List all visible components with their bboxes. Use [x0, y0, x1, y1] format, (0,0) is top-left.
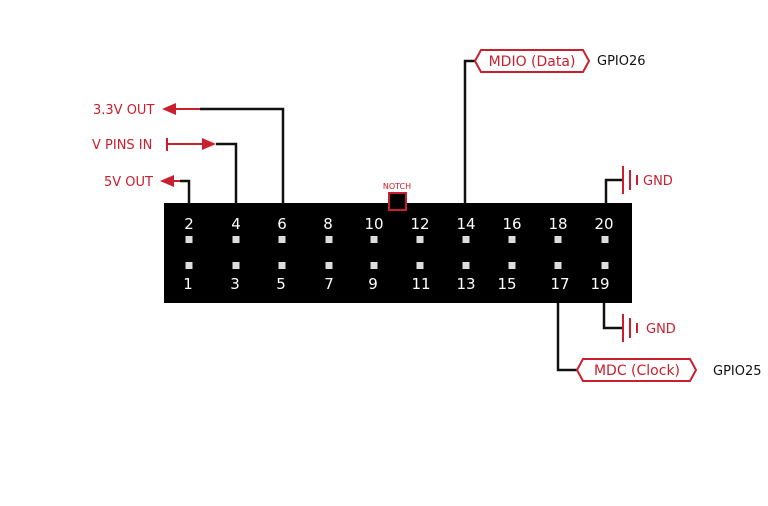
- label-5v-out: 5V OUT: [104, 175, 153, 190]
- pin-pad-18: [554, 236, 562, 243]
- mdc-gpio-label: GPIO25: [713, 364, 762, 379]
- pin-pad-17: [554, 262, 562, 269]
- pin-label-7: 7: [324, 275, 334, 293]
- pin-label-9: 9: [368, 275, 378, 293]
- pin-pad-5: [278, 262, 286, 269]
- gnd-bottom-label: GND: [646, 322, 676, 337]
- ground-symbol-top: [622, 166, 638, 194]
- gnd-top-label: GND: [643, 174, 673, 189]
- pin-pad-14: [462, 236, 470, 243]
- pin-label-14: 14: [456, 215, 475, 233]
- mdc-tag-box: [575, 358, 698, 382]
- pin-label-3: 3: [230, 275, 240, 293]
- label-v-pins-in: V PINS IN: [92, 138, 152, 153]
- mdio-gpio-label: GPIO26: [597, 54, 646, 69]
- pin-label-18: 18: [548, 215, 567, 233]
- pin-label-16: 16: [502, 215, 521, 233]
- pin-pad-8: [325, 236, 333, 243]
- pin-pad-3: [232, 262, 240, 269]
- pin-label-12: 12: [410, 215, 429, 233]
- pin-pad-9: [370, 262, 378, 269]
- pin-label-13: 13: [456, 275, 475, 293]
- pin-pad-11: [416, 262, 424, 269]
- pin-label-17: 17: [550, 275, 569, 293]
- mdio-tag-label: MDIO (Data): [489, 54, 576, 70]
- ground-symbol-bottom: [622, 314, 638, 342]
- arrow-v-pins-in: [202, 138, 216, 150]
- pin-pad-10: [370, 236, 378, 243]
- pin-label-2: 2: [184, 215, 194, 233]
- pin-label-20: 20: [594, 215, 613, 233]
- pin-label-10: 10: [364, 215, 383, 233]
- pin-pad-2: [185, 236, 193, 243]
- mdc-tag-label: MDC (Clock): [594, 363, 680, 379]
- pin-label-19: 19: [590, 275, 609, 293]
- pin-pad-4: [232, 236, 240, 243]
- wire-pin20-gnd: [604, 178, 622, 204]
- arrow-3v3-out: [162, 103, 176, 115]
- mdio-tag-box: [473, 49, 591, 73]
- pin-label-15: 15: [497, 275, 516, 293]
- wire-pin17-mdc: [556, 303, 577, 372]
- pin-pad-20: [601, 236, 609, 243]
- pin-pad-16: [508, 236, 516, 243]
- wire-pin6-3v3: [200, 107, 285, 204]
- wire-pin2-5v: [180, 179, 191, 204]
- header-body: [164, 203, 632, 303]
- pin-pad-1: [185, 262, 193, 269]
- pin-pad-6: [278, 236, 286, 243]
- pin-label-1: 1: [183, 275, 193, 293]
- wire-pin14-mdio: [463, 59, 475, 204]
- pin-label-6: 6: [277, 215, 287, 233]
- wire-pin19-gnd: [602, 303, 622, 330]
- label-3v3-out: 3.3V OUT: [93, 103, 154, 118]
- pin-label-11: 11: [411, 275, 430, 293]
- arrow-5v-out: [160, 175, 174, 187]
- pin-label-8: 8: [323, 215, 333, 233]
- pin-pad-12: [416, 236, 424, 243]
- pin-pad-13: [462, 262, 470, 269]
- pin-pad-7: [325, 262, 333, 269]
- notch-marker: [388, 192, 407, 211]
- top-row-pins: 2 4 6 8 10 12 14 16 18 20: [184, 215, 614, 243]
- pin-pad-19: [601, 262, 609, 269]
- pin-label-5: 5: [276, 275, 286, 293]
- pin-pad-15: [508, 262, 516, 269]
- notch-label: NOTCH: [383, 182, 411, 191]
- pin-label-4: 4: [231, 215, 241, 233]
- wire-pin4-vin: [216, 142, 238, 204]
